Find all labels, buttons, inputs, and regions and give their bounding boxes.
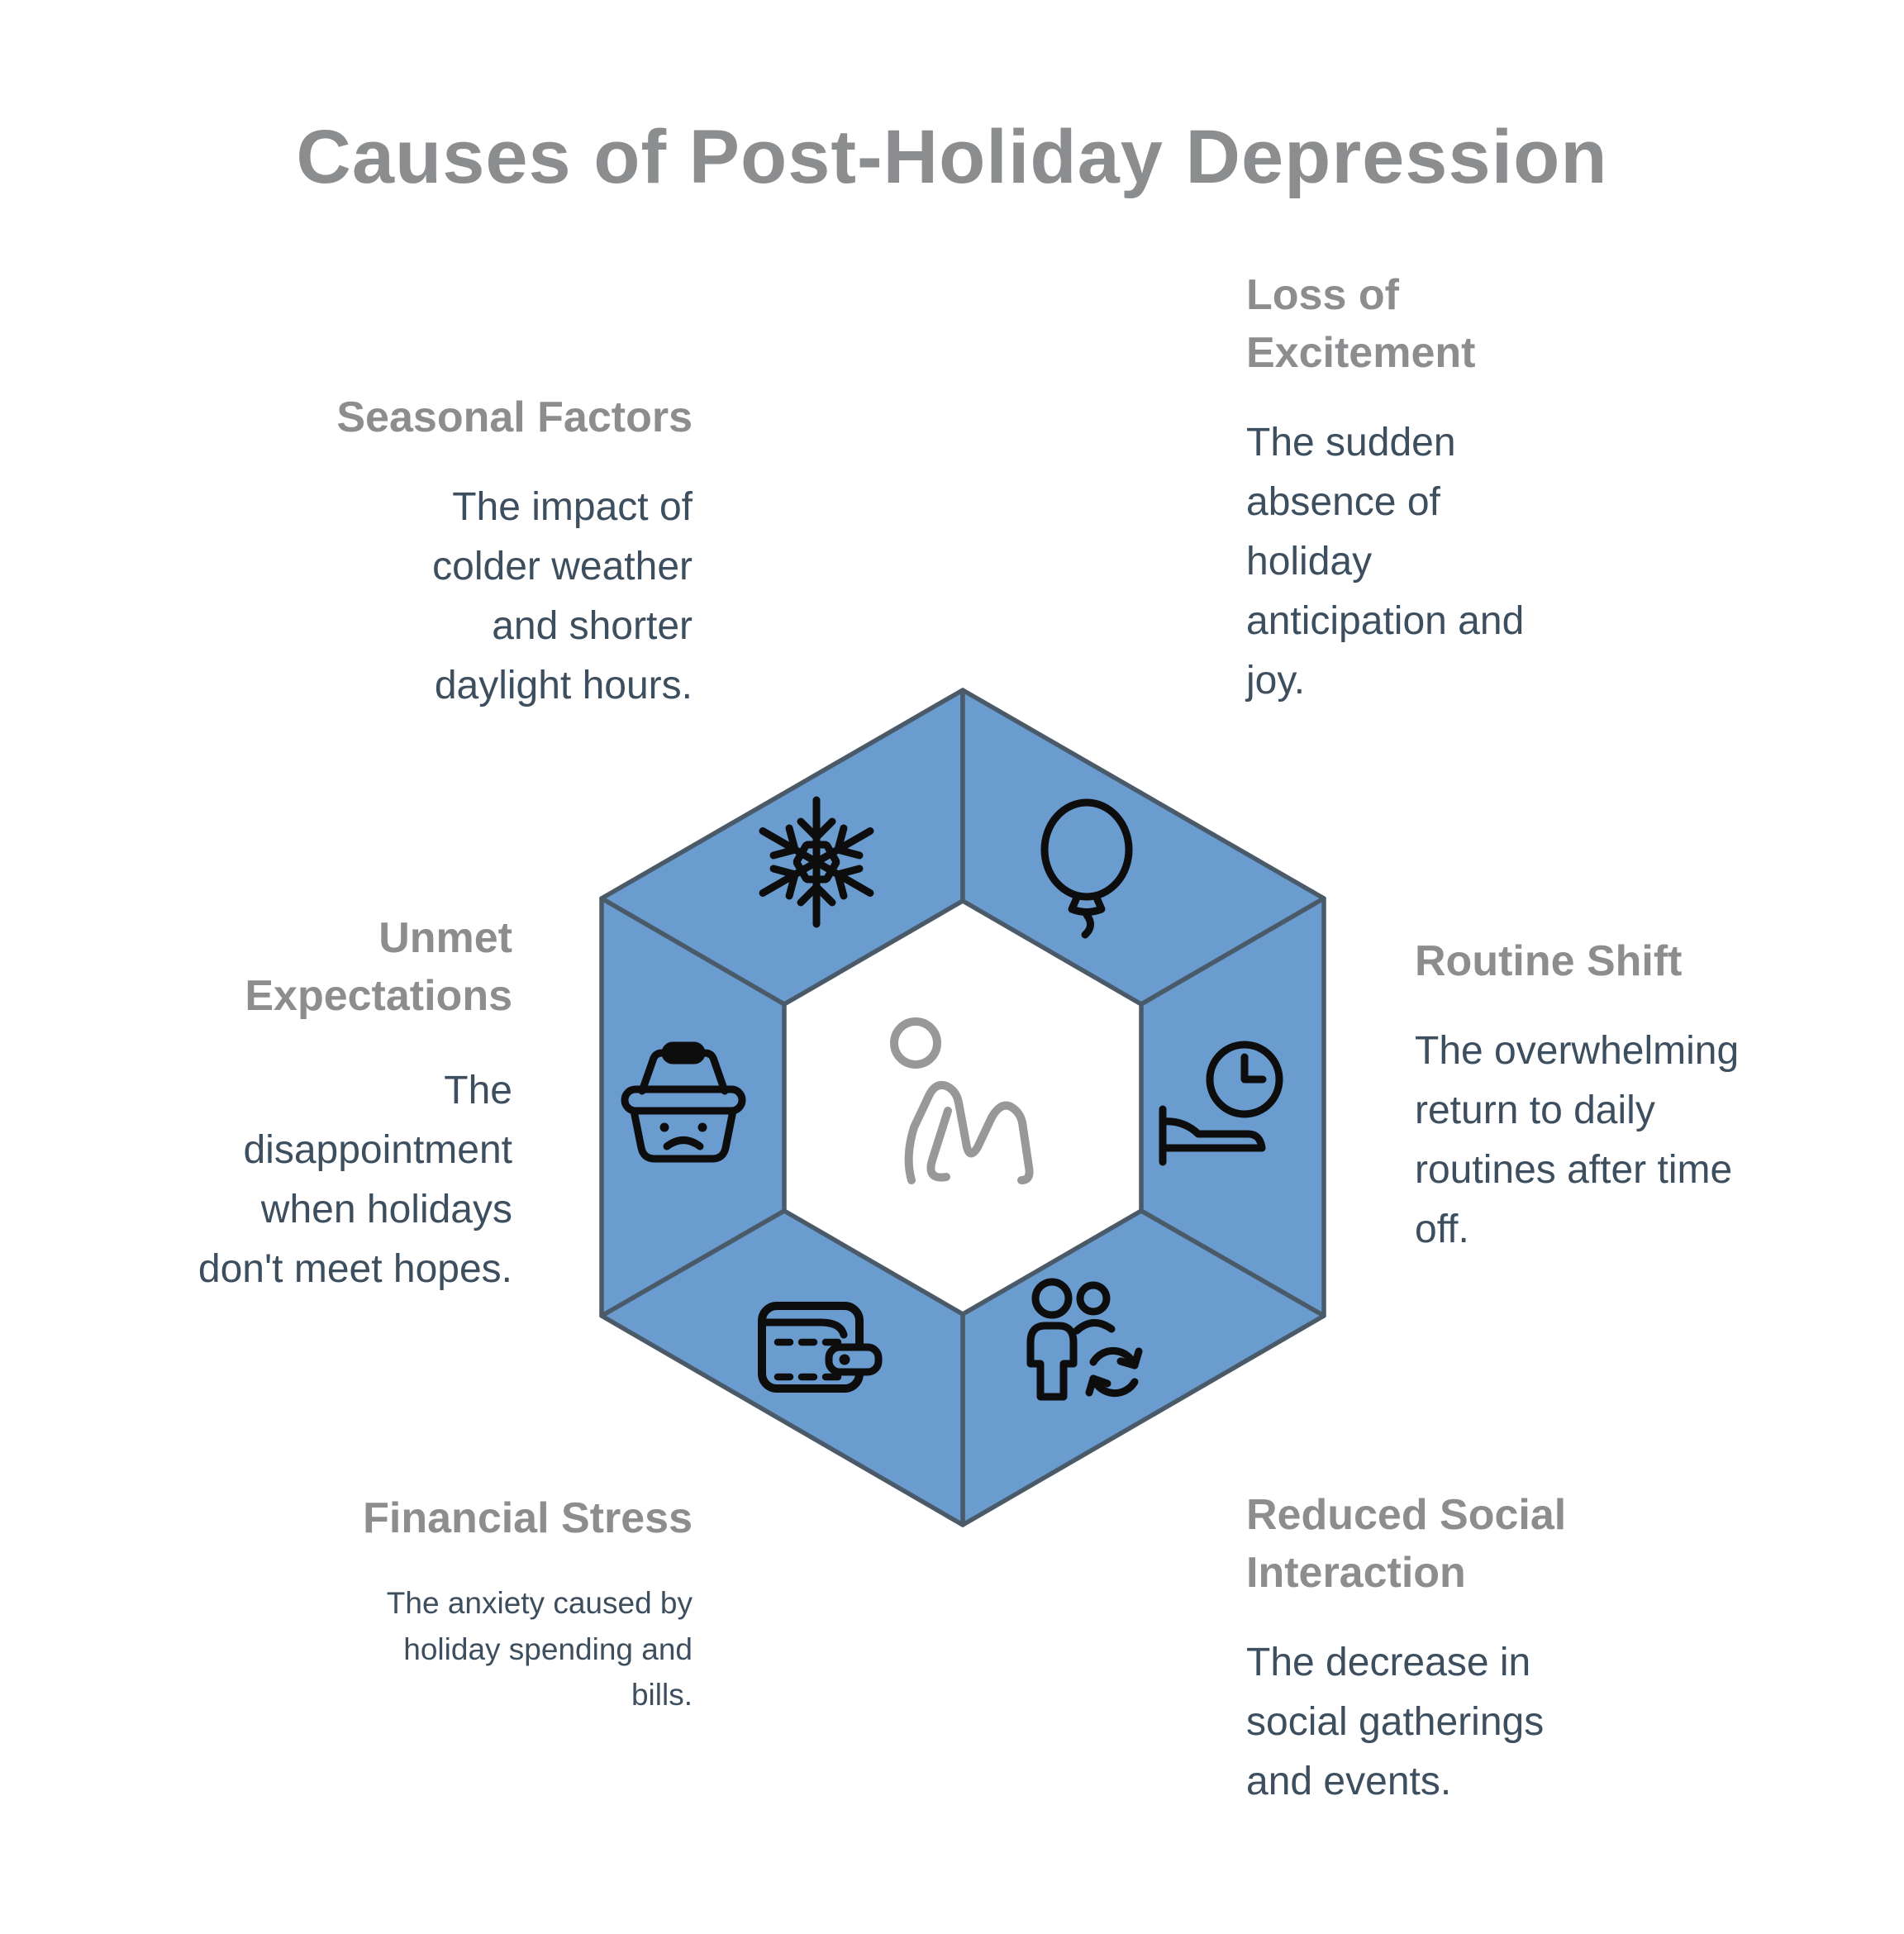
wallet-icon: [758, 1302, 883, 1393]
section-body: The overwhelming return to daily routine…: [1415, 1029, 1740, 1252]
page-title: Causes of Post-Holiday Depression: [296, 115, 1608, 199]
balloon-icon: [1040, 798, 1133, 939]
section-title: Unmet Expectations: [245, 914, 512, 1021]
section-loss-of-excitement: Loss of Excitement The sudden absence of…: [1246, 266, 1659, 711]
person-sitting-icon: [890, 1017, 1034, 1184]
section-reduced-social-interaction: Reduced Social Interaction The decrease …: [1246, 1486, 1676, 1812]
section-title: Seasonal Factors: [336, 393, 693, 441]
section-body: The sudden absence of holiday anticipati…: [1246, 421, 1525, 703]
people-sync-icon: [1026, 1278, 1143, 1401]
section-title: Financial Stress: [363, 1494, 693, 1542]
section-body: The anxiety caused by holiday spending a…: [386, 1586, 693, 1712]
section-title: Loss of Excitement: [1246, 271, 1476, 378]
section-routine-shift: Routine Shift The overwhelming return to…: [1415, 932, 1878, 1260]
section-title: Reduced Social Interaction: [1246, 1491, 1567, 1598]
sad-basket-icon: [621, 1041, 746, 1163]
section-body: The decrease in social gatherings and ev…: [1246, 1641, 1545, 1804]
snowflake-icon: [759, 796, 874, 928]
section-unmet-expectations: Unmet Expectations The disappointment wh…: [79, 909, 512, 1299]
section-body: The impact of colder weather and shorter…: [432, 485, 693, 708]
section-body: The disappointment when holidays don't m…: [198, 1069, 512, 1292]
bed-clock-icon: [1159, 1041, 1283, 1166]
section-seasonal-factors: Seasonal Factors The impact of colder we…: [255, 388, 693, 716]
section-financial-stress: Financial Stress The anxiety caused by h…: [255, 1489, 693, 1718]
section-title: Routine Shift: [1415, 937, 1683, 985]
